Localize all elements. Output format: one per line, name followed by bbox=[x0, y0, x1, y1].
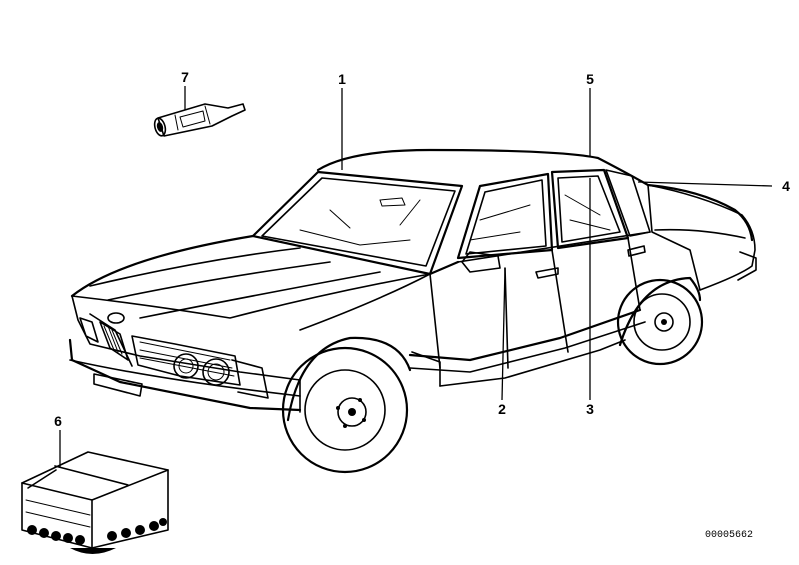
callout-1: 1 bbox=[338, 71, 346, 87]
callout-5: 5 bbox=[586, 71, 594, 87]
callout-4: 4 bbox=[782, 178, 790, 194]
callout-2: 2 bbox=[498, 401, 506, 417]
sealant-tube-illustration bbox=[153, 103, 246, 137]
callout-6: 6 bbox=[54, 413, 62, 429]
box-illustration bbox=[21, 451, 169, 554]
leader-lines bbox=[59, 86, 773, 468]
callout-3: 3 bbox=[586, 401, 594, 417]
reference-number: 00005662 bbox=[705, 530, 753, 541]
car-illustration bbox=[68, 148, 757, 474]
callout-7: 7 bbox=[181, 69, 189, 85]
